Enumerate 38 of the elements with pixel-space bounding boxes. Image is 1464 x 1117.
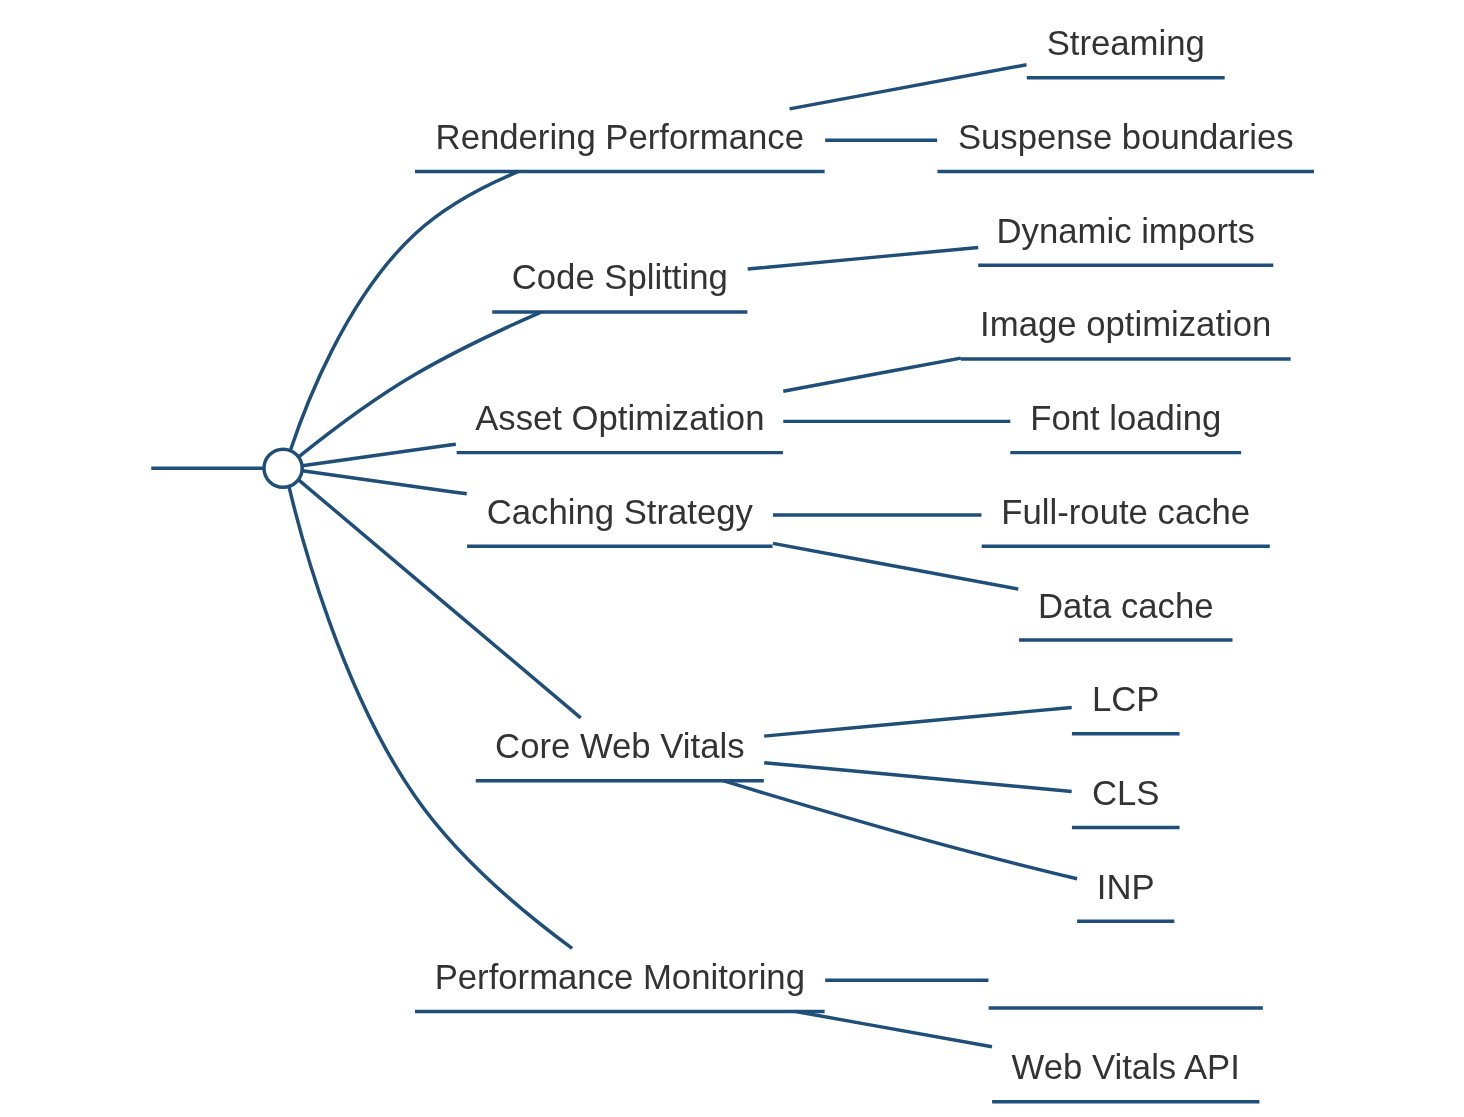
- node-text: Dynamic imports: [996, 211, 1255, 250]
- node-text: Code Splitting: [511, 258, 728, 297]
- connector: [298, 479, 582, 720]
- connector: [789, 62, 1027, 111]
- connector: [722, 779, 1078, 881]
- connector: [795, 1009, 993, 1049]
- node-text: Core Web Vitals: [495, 727, 745, 766]
- node-text: Asset Optimization: [475, 399, 765, 438]
- connector: [825, 138, 938, 142]
- node-text: CLS: [1091, 773, 1160, 812]
- node-text: INP: [1096, 867, 1155, 906]
- connector: [782, 356, 962, 393]
- connector: [288, 169, 520, 452]
- node-text: Caching Strategy: [486, 492, 753, 531]
- connector: [772, 541, 1019, 591]
- node-circle: [262, 447, 304, 490]
- node-text: Rendering Performance: [435, 117, 805, 156]
- node-text: Full-route cache: [1001, 492, 1251, 531]
- node-text: Suspense boundaries: [957, 117, 1294, 156]
- connector: [151, 466, 264, 470]
- node-text: Streaming: [1046, 24, 1205, 63]
- connector: [747, 245, 979, 271]
- node-text: LCP: [1091, 680, 1160, 719]
- node-text: Data cache: [1037, 586, 1214, 625]
- connector: [783, 419, 1011, 424]
- node-bar: [988, 1006, 1263, 1010]
- node-text: Font loading: [1030, 399, 1222, 438]
- connector: [764, 705, 1072, 738]
- node-text: Web Vitals API: [1011, 1048, 1240, 1087]
- connector: [825, 978, 989, 982]
- connector: [297, 310, 542, 459]
- connector: [302, 442, 457, 468]
- connector: [773, 513, 982, 517]
- connector: [287, 486, 574, 950]
- node-text: Performance Monitoring: [434, 957, 805, 996]
- node-text: Image optimization: [980, 305, 1272, 344]
- connector: [764, 761, 1072, 794]
- connector: [302, 468, 467, 496]
